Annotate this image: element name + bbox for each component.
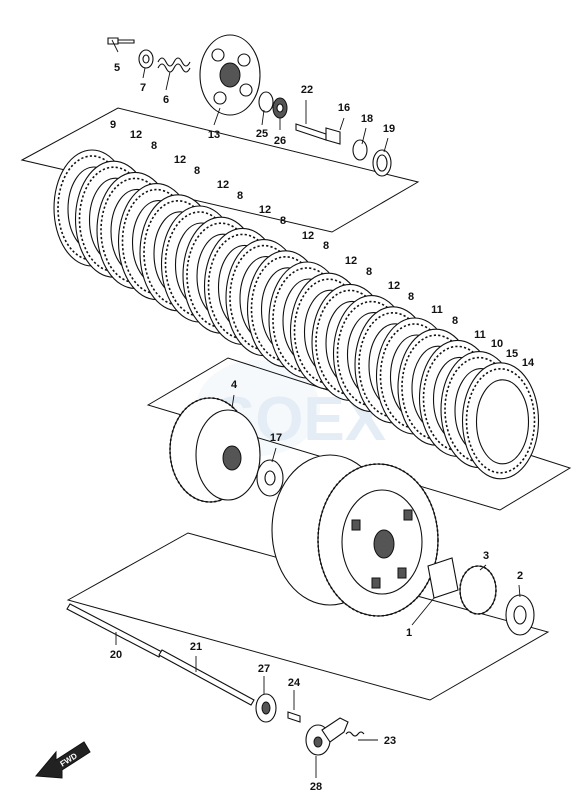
- callout-7: 7: [140, 82, 146, 94]
- callout-19: 19: [383, 123, 395, 135]
- lower-frame: [66, 532, 550, 701]
- callout-10: 10: [491, 338, 503, 350]
- callout-24: 24: [288, 677, 301, 689]
- sleeve-and-bearing-3: [427, 557, 497, 615]
- release-lever-28: [305, 717, 349, 756]
- spring-23: [345, 731, 365, 737]
- callout-2: 2: [517, 570, 523, 582]
- clutch-hub-4: [169, 397, 261, 503]
- callout-8: 8: [408, 291, 414, 303]
- callout-16: 16: [338, 102, 350, 114]
- callout-25: 25: [256, 128, 268, 140]
- callout-6: 6: [163, 94, 169, 106]
- plate-friction-ring: [465, 367, 536, 474]
- callout-8: 8: [452, 315, 458, 327]
- callout-3: 3: [483, 550, 489, 562]
- callout-8: 8: [194, 165, 200, 177]
- washer-7: [138, 49, 154, 69]
- callout-14: 14: [522, 357, 535, 369]
- callout-5: 5: [114, 62, 120, 74]
- callout-11: 11: [431, 304, 443, 316]
- callout-11: 11: [474, 329, 486, 341]
- plate-inner-edge: [475, 379, 530, 465]
- callout-12: 12: [130, 129, 142, 141]
- pushrod-20: [66, 603, 163, 658]
- callout-13: 13: [208, 129, 220, 141]
- clutch-plate-stack: [53, 149, 540, 480]
- callout-4: 4: [231, 379, 238, 391]
- callout-27: 27: [258, 663, 270, 675]
- bolt-5: [107, 37, 135, 45]
- callout-8: 8: [237, 190, 243, 202]
- bearing-25-26: [258, 91, 288, 119]
- fwd-arrow-icon: FWD: [34, 741, 91, 779]
- callout-8: 8: [280, 215, 286, 227]
- bolt-24: [287, 711, 301, 723]
- callout-12: 12: [388, 280, 400, 292]
- callout-20: 20: [110, 649, 122, 661]
- callouts: 5 7 6 13 25 26 22 16 18 19 9 12 8 12 8 1…: [110, 62, 535, 793]
- pushrod-21: [158, 649, 255, 706]
- callout-26: 26: [274, 135, 286, 147]
- callout-9: 9: [110, 119, 116, 131]
- callout-12: 12: [259, 204, 271, 216]
- callout-1: 1: [406, 627, 412, 639]
- callout-12: 12: [345, 255, 357, 267]
- callout-23: 23: [384, 735, 396, 747]
- callout-15: 15: [506, 348, 518, 360]
- callout-28: 28: [310, 781, 322, 793]
- thrust-washer-2: [505, 594, 535, 636]
- callout-12: 12: [217, 179, 229, 191]
- spring-6: [157, 57, 191, 73]
- clutch-basket-1: [271, 454, 439, 617]
- callout-12: 12: [174, 154, 186, 166]
- upper-frame: [20, 107, 420, 233]
- callout-8: 8: [366, 266, 372, 278]
- washer-17: [256, 459, 284, 497]
- oil-seal-27: [255, 693, 277, 723]
- leader-lines: [111, 39, 521, 778]
- pressure-plate-13: [199, 34, 261, 116]
- pushrod-22-16-18-19: [295, 123, 392, 177]
- callout-8: 8: [151, 140, 157, 152]
- callout-17: 17: [270, 432, 282, 444]
- callout-21: 21: [190, 641, 202, 653]
- callout-8: 8: [323, 240, 329, 252]
- callout-18: 18: [361, 113, 373, 125]
- callout-22: 22: [301, 84, 313, 96]
- callout-12: 12: [302, 230, 314, 242]
